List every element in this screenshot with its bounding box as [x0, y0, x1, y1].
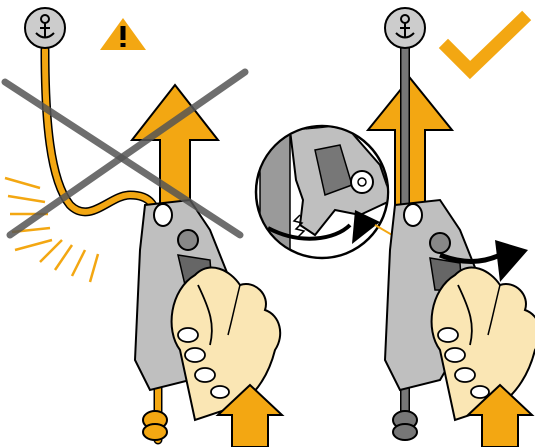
detail-inset: [254, 124, 390, 260]
rope-slack: [40, 45, 163, 445]
pull-up-arrow-small: [215, 383, 285, 447]
rope-knot: [142, 410, 168, 441]
anchor-icon: [384, 7, 426, 49]
wrong-usage-panel: [1, 7, 285, 447]
anchor-icon: [24, 7, 66, 49]
curved-arrow-icon: [439, 252, 502, 264]
pull-arrow-head: [495, 240, 528, 282]
pull-up-arrow-small: [465, 383, 535, 447]
warning-triangle-icon: [100, 18, 146, 50]
hand: [430, 266, 535, 421]
rope-knot: [392, 410, 418, 441]
checkmark-icon: [438, 10, 532, 80]
curved-arrow-icon: [267, 223, 352, 241]
wrong-cross: [1, 68, 249, 239]
correct-usage-panel: [365, 7, 535, 447]
